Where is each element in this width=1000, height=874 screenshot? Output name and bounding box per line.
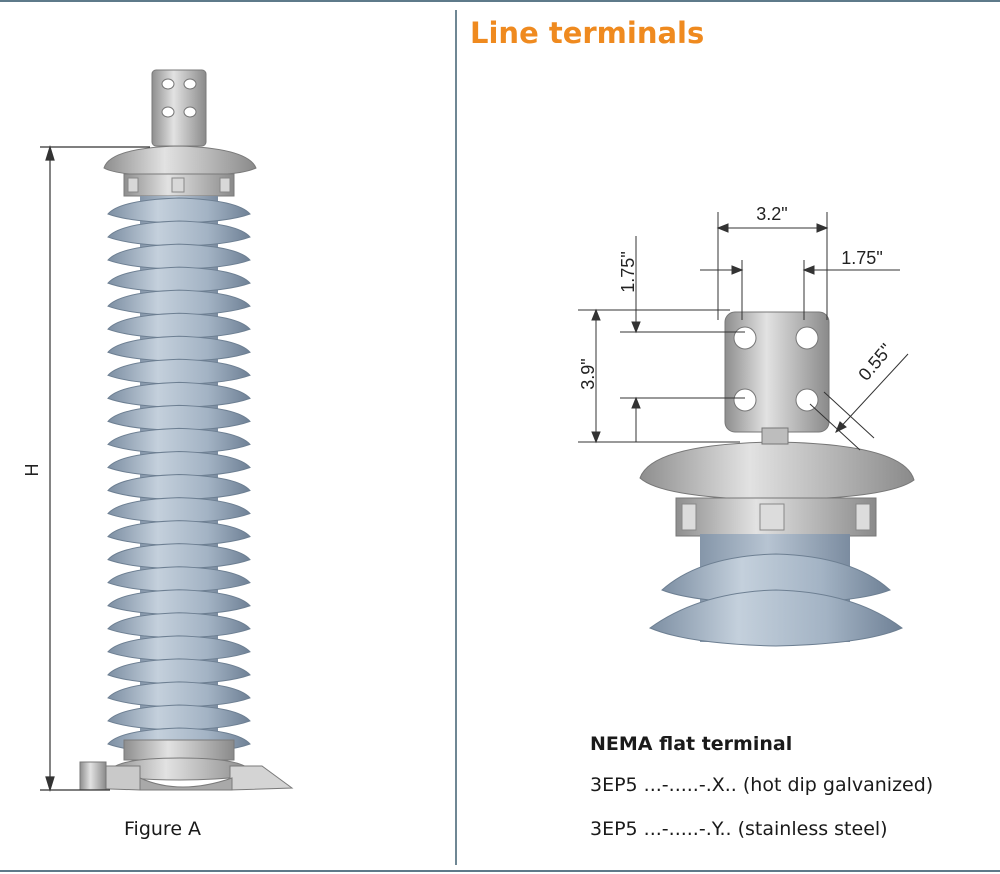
insulator-shed	[107, 289, 251, 316]
insulator-shed	[107, 658, 251, 685]
insulator-shed	[107, 589, 251, 616]
insulator-shed	[107, 358, 251, 385]
panel-divider	[455, 10, 457, 865]
dim-hole-diameter: 0.55"	[854, 340, 896, 385]
base-assembly	[79, 739, 294, 791]
detail-top-cap	[639, 441, 915, 537]
insulator-shed	[107, 704, 251, 731]
insulator-shed	[107, 197, 251, 224]
dim-height-half: 1.75"	[618, 251, 638, 292]
dim-height-total: 3.9"	[578, 358, 598, 389]
insulator-shed	[107, 381, 251, 408]
spec-line-galvanized: 3EP5 ...-.....-.X.. (hot dip galvanized)	[590, 774, 934, 796]
insulator-shed	[107, 220, 251, 247]
bottom-rule	[0, 870, 1000, 872]
figure-caption: Figure A	[124, 818, 202, 840]
insulator-shed	[107, 612, 251, 639]
insulator-shed	[107, 427, 251, 454]
detail-sheds	[648, 534, 903, 647]
insulator-sheds	[107, 197, 251, 754]
insulator-shed	[107, 266, 251, 293]
spec-title: NEMA flat terminal	[590, 733, 793, 755]
height-dimension	[40, 144, 150, 793]
insulator-shed	[107, 635, 251, 662]
terminal-plate	[151, 69, 207, 147]
insulator-shed	[107, 520, 251, 547]
insulator-shed	[107, 450, 251, 477]
spec-line-stainless: 3EP5 ...-.....-.Y.. (stainless steel)	[590, 818, 888, 840]
insulator-shed	[107, 404, 251, 431]
arrester-drawing: H	[22, 69, 294, 793]
insulator-shed	[107, 243, 251, 270]
top-rule	[0, 0, 1000, 2]
insulator-shed	[107, 474, 251, 501]
height-label: H	[22, 464, 42, 477]
insulator-shed	[107, 681, 251, 708]
insulator-shed	[107, 335, 251, 362]
insulator-shed	[107, 312, 251, 339]
insulator-shed	[107, 497, 251, 524]
dim-width-total: 3.2"	[756, 204, 787, 224]
dim-width-half: 1.75"	[841, 248, 882, 268]
section-heading: Line terminals	[470, 16, 705, 50]
insulator-shed	[107, 566, 251, 593]
top-cap	[103, 145, 257, 197]
detail-dimension-lines	[578, 212, 909, 451]
insulator-shed	[107, 543, 251, 570]
detail-terminal-plate	[724, 311, 830, 445]
